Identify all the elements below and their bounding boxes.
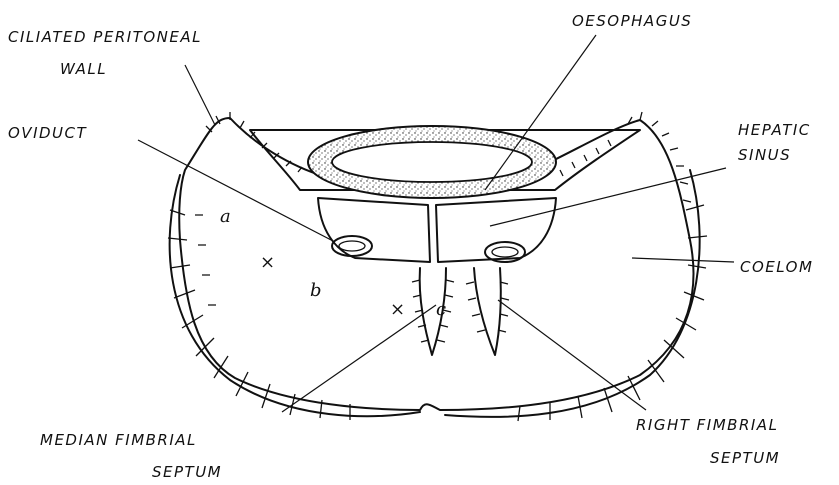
right-radial-lines [518,205,707,421]
label-right-line2: SEPTUM [710,449,780,467]
median-septum-fringe [412,280,454,342]
label-ciliated-line2: WALL [60,60,107,78]
label-oesophagus: OESOPHAGUS [572,12,692,30]
marker-x1: × [260,252,275,273]
marker-c: c [436,299,446,320]
label-hepatic-line1: HEPATIC [738,121,811,139]
oesophagus [308,126,556,198]
label-coelom: COELOM [740,258,813,276]
label-median-line2: SEPTUM [152,463,222,481]
marker-b: b [310,280,322,301]
right-outer-fold [445,170,700,417]
right-septum-fringe [466,282,509,332]
label-median-line1: MEDIAN FIMBRIAL [40,431,197,449]
label-right-line1: RIGHT FIMBRIAL [636,416,778,434]
label-hepatic-line2: SINUS [738,146,791,164]
label-oviduct: OVIDUCT [8,124,87,142]
left-outer-fold [170,175,420,416]
right-inner-chamber [436,198,556,262]
marker-x2: × [390,299,405,320]
right-fimbrial-septum [474,268,501,355]
marker-a: a [220,206,231,227]
label-ciliated-line1: CILIATED PERITONEAL [8,28,202,46]
